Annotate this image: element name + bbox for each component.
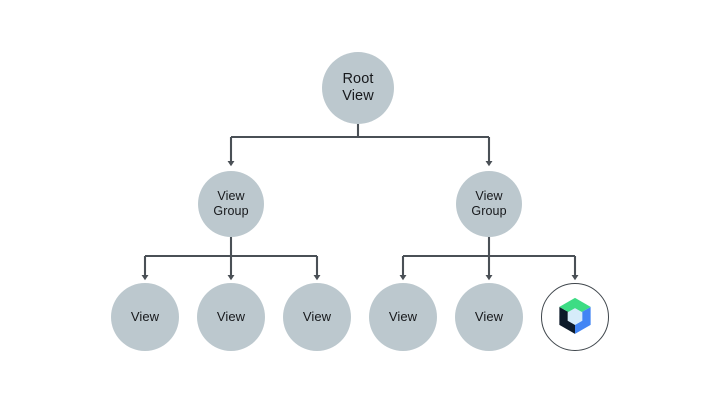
node-view-3: View [283,283,351,351]
node-viewgroup-left-label: View Group [213,189,249,218]
node-viewgroup-left: View Group [198,171,264,237]
node-root-view-label: Root View [342,70,374,104]
jetpack-compose-logo-icon [552,294,598,340]
node-view-1-label: View [130,309,160,325]
node-root-view: Root View [322,52,394,124]
node-view-3-label: View [302,309,332,325]
node-view-4-label: View [388,309,418,325]
node-viewgroup-right-label: View Group [471,189,507,218]
node-view-5: View [455,283,523,351]
node-compose [541,283,609,351]
node-view-2-label: View [216,309,246,325]
node-view-4: View [369,283,437,351]
node-viewgroup-right: View Group [456,171,522,237]
node-view-5-label: View [474,309,504,325]
node-view-2: View [197,283,265,351]
node-view-1: View [111,283,179,351]
